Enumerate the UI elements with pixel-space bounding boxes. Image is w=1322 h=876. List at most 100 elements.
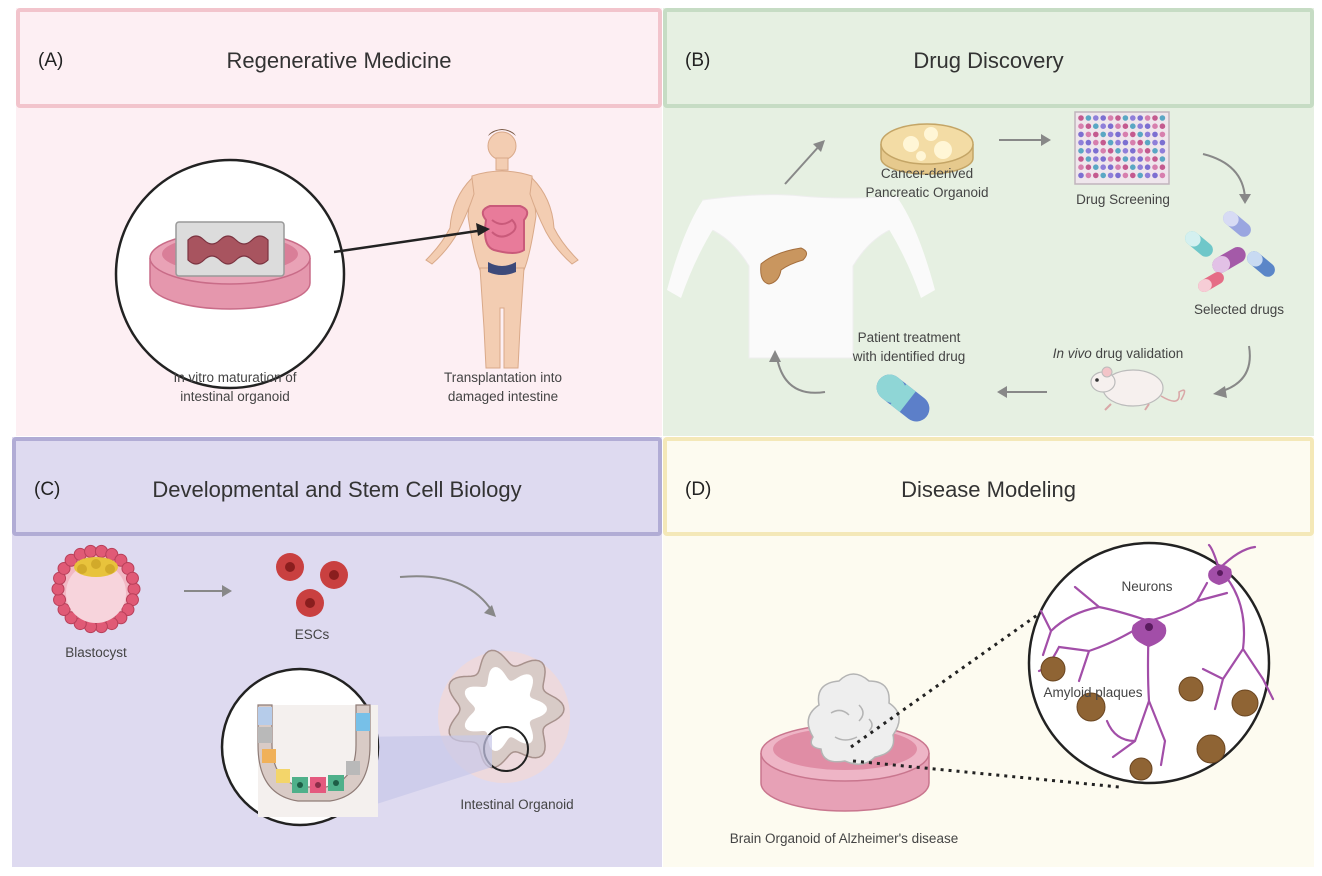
blastocyst-cell — [121, 603, 135, 617]
well — [1137, 148, 1143, 154]
well — [1078, 164, 1084, 170]
well — [1107, 156, 1114, 162]
amyloid-plaques-icon — [1040, 656, 1259, 781]
well — [1107, 115, 1114, 121]
blastocyst-cell — [57, 561, 71, 575]
well — [1159, 148, 1166, 154]
label-patient-treatment: Patient treatment with identified drug — [829, 328, 989, 366]
arrow-to-drugs-icon — [1202, 153, 1246, 199]
panel-b-title: Drug Discovery — [913, 48, 1064, 73]
well — [1130, 139, 1136, 146]
blastocyst-cell — [114, 553, 128, 567]
well — [1078, 139, 1084, 146]
label-escs: ESCs — [294, 627, 330, 642]
panel-d-letter: (D) — [685, 479, 712, 500]
pancreas-icon — [760, 247, 807, 285]
blastocyst-cell — [84, 544, 98, 558]
well — [1093, 156, 1099, 162]
well — [1144, 148, 1151, 154]
well — [1144, 164, 1151, 170]
panel-c-letter: (C) — [34, 479, 61, 500]
blastocyst-cell — [114, 611, 128, 625]
label-invivo-rest: drug validation — [1091, 346, 1184, 361]
well — [1115, 148, 1121, 154]
blastocyst-icon — [51, 544, 141, 634]
well — [1093, 123, 1099, 129]
mouse-icon — [1090, 366, 1186, 411]
well — [1107, 172, 1114, 179]
transplant-arrow-icon — [333, 228, 485, 254]
well — [1115, 131, 1121, 138]
panel-c-title: Developmental and Stem Cell Biology — [152, 477, 522, 502]
blastocyst-cell — [53, 593, 67, 607]
well — [1107, 123, 1114, 129]
well — [1152, 115, 1158, 121]
arrow-to-mouse-icon — [1218, 345, 1251, 393]
well — [1078, 131, 1084, 138]
label-drug-screening: Drug Screening — [1076, 192, 1170, 207]
label-vitro-line-1: In vitro maturation of — [173, 370, 297, 385]
well — [1078, 172, 1084, 179]
well — [1100, 139, 1106, 146]
well — [1159, 115, 1166, 121]
panel-d-illustration — [760, 541, 1275, 812]
label-organoid-line-2: Pancreatic Organoid — [865, 185, 989, 200]
well — [1093, 164, 1099, 170]
well — [1137, 164, 1143, 170]
well — [1093, 148, 1099, 154]
panel-drug-discovery: (B) Drug Discovery — [663, 8, 1314, 436]
well — [1078, 123, 1084, 129]
well — [1093, 131, 1099, 138]
label-patient-line-1: Patient treatment — [857, 330, 961, 345]
well — [1085, 139, 1092, 146]
well — [1085, 148, 1092, 154]
well — [1100, 131, 1106, 138]
well — [1159, 139, 1166, 146]
well — [1085, 115, 1092, 121]
well — [1100, 172, 1106, 179]
panel-a-illustration — [114, 129, 579, 390]
well — [1122, 156, 1129, 162]
well — [1122, 164, 1129, 170]
label-transplant-line-2: damaged intestine — [447, 389, 559, 404]
well — [1093, 139, 1099, 146]
well — [1115, 156, 1121, 162]
well — [1130, 123, 1136, 129]
well — [1107, 131, 1114, 138]
well — [1152, 131, 1158, 138]
label-transplant-line-1: Transplantation into — [443, 370, 563, 385]
well — [1078, 156, 1084, 162]
well — [1115, 164, 1121, 170]
well — [1144, 156, 1151, 162]
well — [1100, 164, 1106, 170]
well — [1107, 164, 1114, 170]
well — [1122, 139, 1129, 146]
well — [1159, 123, 1166, 129]
neuron-cell-bodies-icon — [1131, 564, 1232, 647]
well — [1107, 139, 1114, 146]
label-transplantation: Transplantation into damaged intestine — [388, 368, 618, 406]
well — [1085, 123, 1092, 129]
blastocyst-cell — [127, 582, 141, 596]
crypt-icon — [257, 704, 378, 817]
torso-silhouette-icon — [667, 194, 935, 359]
organoid-dish-icon — [880, 123, 974, 175]
label-invivo-italic: In vivo — [1052, 346, 1092, 361]
well — [1115, 115, 1121, 121]
arrow-to-organoid-icon — [399, 575, 493, 612]
well — [1144, 139, 1151, 146]
well — [1159, 156, 1166, 162]
blastocyst-cell — [125, 571, 139, 585]
well — [1152, 139, 1158, 146]
well — [1130, 164, 1136, 170]
panel-b-header: (B) Drug Discovery — [663, 8, 1314, 108]
well — [1122, 123, 1129, 129]
label-patient-line-2: with identified drug — [852, 349, 966, 364]
well — [1085, 156, 1092, 162]
well — [1159, 172, 1166, 179]
well — [1085, 172, 1092, 179]
label-vitro-line-2: intestinal organoid — [180, 389, 290, 404]
well — [1130, 131, 1136, 138]
well — [1078, 115, 1084, 121]
well — [1152, 156, 1158, 162]
